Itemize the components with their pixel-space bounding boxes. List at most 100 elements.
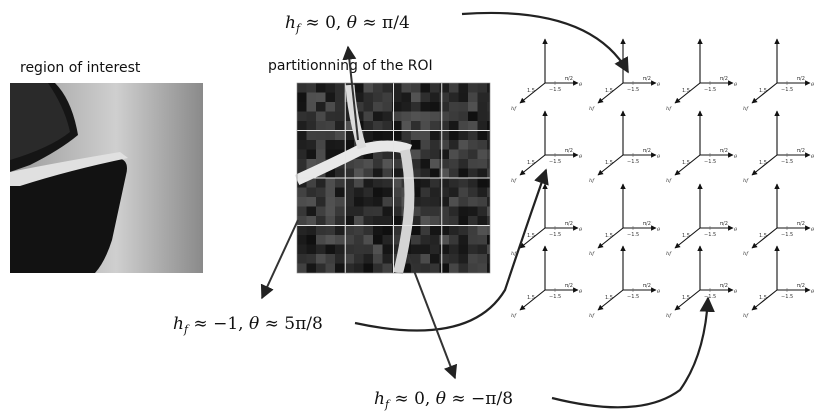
svg-text:1.5: 1.5 (759, 88, 767, 94)
svg-text:−1.5: −1.5 (627, 87, 639, 93)
axis-glyph: −1.5 π/2 θ hf 1.5 (589, 38, 660, 112)
arrow-top-to-grid (461, 11, 629, 74)
svg-text:π/2: π/2 (720, 283, 728, 289)
svg-text:−1.5: −1.5 (781, 232, 793, 238)
svg-text:θ: θ (657, 227, 660, 233)
svg-text:π/2: π/2 (720, 221, 728, 227)
svg-text:π/2: π/2 (565, 148, 573, 154)
axes-grid: −1.5π/2θhf1.5−1.5π/2θhf1.5−1.5π/2θhf1.5−… (511, 38, 814, 319)
svg-text:hf ≈ 0, θ ≈ π/4: hf ≈ 0, θ ≈ π/4 (285, 13, 410, 35)
axis-glyph: −1.5 π/2 θ hf 1.5 (511, 110, 582, 184)
annotation-top-hf: 0 (325, 13, 336, 33)
svg-text:hf: hf (511, 106, 517, 112)
svg-text:θ: θ (579, 227, 582, 233)
svg-text:hf: hf (511, 313, 517, 319)
svg-text:π/2: π/2 (797, 221, 805, 227)
svg-text:−1.5: −1.5 (549, 232, 561, 238)
svg-text:hf: hf (511, 251, 517, 257)
svg-text:θ: θ (579, 289, 582, 295)
svg-text:θ: θ (657, 82, 660, 88)
arrow-cell-to-left (260, 219, 299, 300)
partition-image (294, 82, 491, 275)
svg-text:1.5: 1.5 (682, 295, 690, 301)
svg-text:1.5: 1.5 (605, 88, 613, 94)
annotation-bottom: hf ≈ 0, θ ≈ −π/8 (374, 389, 513, 411)
svg-text:1.5: 1.5 (682, 88, 690, 94)
svg-text:−1.5: −1.5 (549, 159, 561, 165)
svg-text:hf ≈ −1, θ ≈ 5π/8: hf ≈ −1, θ ≈ 5π/8 (173, 314, 323, 336)
svg-text:hf: hf (589, 313, 595, 319)
svg-text:−1.5: −1.5 (781, 87, 793, 93)
svg-text:−1.5: −1.5 (627, 159, 639, 165)
svg-text:θ: θ (657, 289, 660, 295)
axis-glyph: −1.5 π/2 θ hf 1.5 (666, 110, 737, 184)
svg-text:π/2: π/2 (797, 76, 805, 82)
svg-text:−1.5: −1.5 (704, 159, 716, 165)
roi-title: region of interest (20, 60, 141, 76)
svg-text:hf: hf (743, 313, 749, 319)
annotation-left-theta: 5π/8 (284, 314, 323, 334)
annotation-bottom-hf: 0 (414, 389, 425, 409)
svg-text:hf: hf (589, 106, 595, 112)
svg-text:θ: θ (811, 289, 814, 295)
annotation-bottom-theta: −π/8 (471, 389, 513, 409)
svg-text:θ: θ (579, 154, 582, 160)
svg-text:π/2: π/2 (720, 148, 728, 154)
svg-text:1.5: 1.5 (682, 233, 690, 239)
svg-text:1.5: 1.5 (527, 295, 535, 301)
svg-text:−1.5: −1.5 (704, 232, 716, 238)
svg-text:π/2: π/2 (643, 221, 651, 227)
axis-glyph: −1.5 π/2 θ hf 1.5 (666, 245, 737, 319)
svg-text:π/2: π/2 (565, 283, 573, 289)
svg-text:hf: hf (589, 251, 595, 257)
roi-image (10, 83, 203, 273)
svg-text:θ: θ (657, 154, 660, 160)
svg-text:−1.5: −1.5 (627, 232, 639, 238)
svg-text:−1.5: −1.5 (704, 294, 716, 300)
svg-text:1.5: 1.5 (682, 160, 690, 166)
svg-text:hf: hf (511, 178, 517, 184)
annotation-left-hf: −1 (213, 314, 238, 334)
svg-text:θ: θ (734, 289, 737, 295)
svg-text:hf: hf (666, 178, 672, 184)
svg-text:1.5: 1.5 (605, 295, 613, 301)
svg-text:π/2: π/2 (565, 76, 573, 82)
svg-text:−1.5: −1.5 (781, 159, 793, 165)
arrow-cell-to-top (342, 45, 359, 141)
arrow-left-to-grid (354, 168, 549, 332)
svg-text:θ: θ (734, 82, 737, 88)
svg-text:1.5: 1.5 (605, 160, 613, 166)
svg-text:−1.5: −1.5 (549, 87, 561, 93)
svg-text:hf: hf (743, 251, 749, 257)
arrow-cell-to-bottom (407, 254, 458, 380)
svg-text:hf: hf (589, 178, 595, 184)
svg-text:π/2: π/2 (797, 283, 805, 289)
svg-text:−1.5: −1.5 (549, 294, 561, 300)
svg-text:hf: hf (743, 106, 749, 112)
annotation-top-theta: π/4 (382, 13, 410, 33)
svg-text:1.5: 1.5 (759, 295, 767, 301)
svg-text:θ: θ (734, 154, 737, 160)
svg-text:1.5: 1.5 (527, 160, 535, 166)
svg-text:1.5: 1.5 (759, 160, 767, 166)
svg-text:π/2: π/2 (720, 76, 728, 82)
svg-text:hf: hf (666, 251, 672, 257)
svg-text:θ: θ (579, 82, 582, 88)
svg-text:θ: θ (811, 227, 814, 233)
axis-glyph: −1.5 π/2 θ hf 1.5 (511, 245, 582, 319)
annotation-left: hf ≈ −1, θ ≈ 5π/8 (173, 314, 323, 336)
svg-text:hf: hf (666, 313, 672, 319)
svg-text:θ: θ (811, 154, 814, 160)
svg-text:π/2: π/2 (643, 76, 651, 82)
svg-text:π/2: π/2 (797, 148, 805, 154)
